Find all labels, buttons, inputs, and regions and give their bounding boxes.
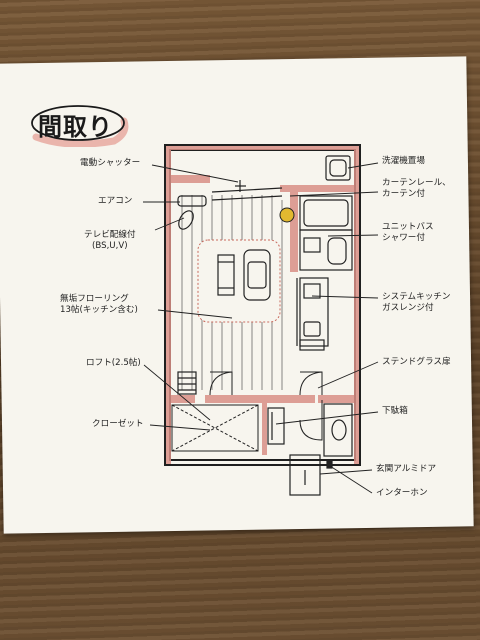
door-swings xyxy=(209,371,323,441)
label-flooring-line1: 無垢フローリング xyxy=(60,294,129,304)
title-area: 間取り xyxy=(28,103,130,147)
kitchen xyxy=(296,277,329,351)
leader-lines xyxy=(143,162,379,494)
label-tv-line2: (BS,U,V) xyxy=(92,240,128,251)
shoe-box xyxy=(267,407,285,445)
closet xyxy=(171,404,259,452)
label-curtain-line1: カーテンレール、 xyxy=(382,178,451,188)
label-door: 玄関アルミドア xyxy=(376,464,437,474)
label-bath: ユニットバス シャワー付 xyxy=(382,222,434,243)
label-kitchen-line2: ガスレンジ付 xyxy=(382,302,434,313)
label-flooring: 無垢フローリング 13帖(キッチン含む) xyxy=(60,294,138,315)
bath-room xyxy=(299,195,353,271)
label-aircon: エアコン xyxy=(98,196,133,206)
toilet xyxy=(323,403,353,457)
label-curtain-line2: カーテン付 xyxy=(382,188,425,199)
label-stained-glass: ステンドグラス扉 xyxy=(382,357,451,367)
shutter xyxy=(211,180,283,201)
aircon-unit xyxy=(177,195,207,207)
entrance xyxy=(289,454,333,496)
tv-outlet xyxy=(178,210,194,230)
label-kitchen-line1: システムキッチン xyxy=(382,292,451,302)
label-tv-line1: テレビ配線付 xyxy=(84,230,136,240)
label-flooring-line2: 13帖(キッチン含む) xyxy=(60,304,138,315)
label-closet: クローゼット xyxy=(92,419,144,429)
label-curtain: カーテンレール、 カーテン付 xyxy=(382,178,451,199)
label-loft: ロフト(2.5帖) xyxy=(86,358,141,368)
label-shutter: 電動シャッター xyxy=(80,158,141,168)
light-fixture xyxy=(279,207,295,223)
label-bath-line1: ユニットバス xyxy=(382,222,434,232)
loft-ladder xyxy=(177,371,197,395)
washer xyxy=(325,155,351,181)
label-washer: 洗濯機置場 xyxy=(382,156,425,166)
page-title: 間取り xyxy=(38,112,113,141)
label-kitchen: システムキッチン ガスレンジ付 xyxy=(382,292,451,313)
title-highlight xyxy=(31,105,129,147)
label-intercom: インターホン xyxy=(376,488,428,498)
sofa-and-table xyxy=(217,249,271,301)
pink-wall-accents xyxy=(166,146,359,464)
label-shoebox: 下駄箱 xyxy=(382,406,408,416)
label-bath-line2: シャワー付 xyxy=(382,232,425,243)
label-tv: テレビ配線付 (BS,U,V) xyxy=(84,230,136,251)
